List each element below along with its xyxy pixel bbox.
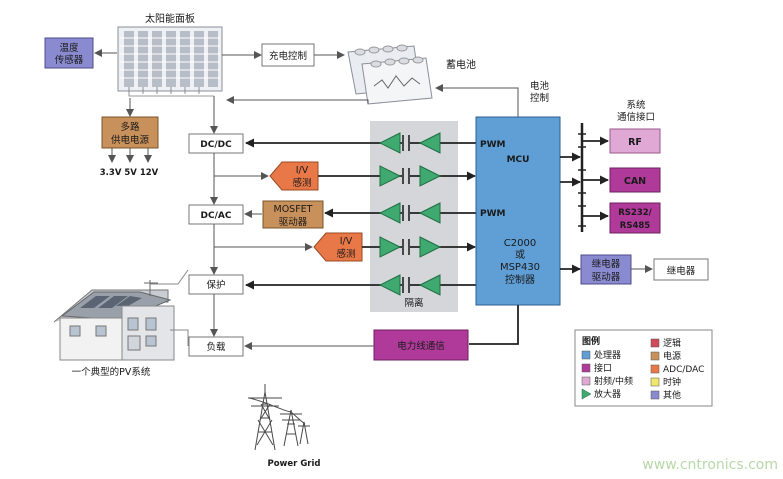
temp-sensor-box [44, 37, 94, 69]
legend-title: 图例 [582, 335, 600, 347]
battery-feedback-line [226, 96, 369, 104]
rs-line1: RS232/ [618, 208, 652, 218]
legend-item: 放大器 [594, 388, 621, 400]
load-box [188, 336, 244, 357]
legend-item: 逻辑 [663, 337, 681, 349]
mcu-chip-2: MSP430 [500, 262, 540, 273]
legend-item: 其他 [663, 389, 681, 401]
relay-label: 继电器 [667, 265, 696, 277]
legend-items: 处理器 逻辑 接口 电源 射频/中频 ADC/DAC 放大器 时钟 其他 [581, 337, 704, 401]
mcu-controller: 控制器 [505, 273, 535, 286]
rf-label: RF [628, 137, 642, 148]
legend-box [574, 329, 713, 407]
relay-driver-line2: 驱动器 [592, 272, 621, 283]
iv-sense-1-line2: 感测 [292, 177, 311, 189]
legend-item: 时钟 [663, 376, 681, 388]
mcu-box [475, 116, 561, 306]
protect-label: 保护 [206, 279, 225, 291]
dcdc-box [188, 133, 244, 154]
comm-title-line2: 通信接口 [617, 111, 655, 123]
legend-item: 射频/中频 [594, 375, 633, 387]
isolation-region [370, 121, 458, 312]
isolation-label: 隔离 [404, 297, 423, 309]
power-tower-icon [248, 384, 310, 451]
plc-label: 电力线通信 [397, 340, 445, 352]
power-rails: 3.3V 5V 12V [100, 168, 159, 178]
battery-control-line1: 电池 [530, 80, 550, 92]
charge-control-label: 充电控制 [269, 50, 307, 62]
pv-caption: 一个典型的PV系统 [72, 366, 151, 378]
dcac-label: DC/AC [201, 211, 232, 221]
legend-item: ADC/DAC [663, 365, 704, 375]
legend-item: 电源 [663, 350, 681, 362]
relay-driver-line1: 继电器 [592, 258, 621, 270]
iv-sense-2-line1: I/V [340, 236, 353, 247]
battery-label: 蓄电池 [446, 58, 476, 71]
solar-panel-label: 太阳能面板 [145, 12, 195, 25]
battery-control-line2: 控制 [530, 92, 549, 104]
multi-power-line2: 供电电源 [111, 134, 150, 146]
mcu-chip-1: C2000 [504, 238, 536, 249]
mosfet-line1: MOSFET [274, 204, 313, 215]
dcdc-label: DC/DC [200, 140, 232, 150]
house-icon [53, 269, 189, 361]
rf-box [609, 128, 661, 154]
temp-sensor-line2: 传感器 [55, 54, 84, 66]
mcu-or: 或 [515, 249, 525, 261]
can-label: CAN [624, 176, 646, 187]
plc-box [373, 329, 469, 361]
iv-sense-1-line1: I/V [296, 165, 309, 176]
isolation-amplifiers [378, 132, 442, 296]
mosfet-driver-box [262, 200, 324, 229]
rs-box [609, 202, 661, 234]
mosfet-line2: 驱动器 [279, 217, 308, 228]
rs-line2: RS485 [620, 221, 650, 231]
protect-box [188, 274, 244, 295]
load-label: 负载 [206, 341, 226, 353]
iv-sense-2-line2: 感测 [336, 248, 355, 260]
multi-power-line1: 多路 [120, 121, 140, 133]
legend-item: 处理器 [594, 349, 621, 361]
solar-panel-icon [117, 26, 223, 97]
legend-item: 接口 [594, 362, 612, 374]
power-grid-label: Power Grid [267, 459, 320, 469]
can-box [609, 167, 661, 193]
comm-title-line1: 系统 [626, 99, 646, 111]
mcu-label: MCU [507, 155, 530, 165]
battery-icon [347, 44, 433, 105]
relay-box [653, 258, 709, 281]
relay-driver-box [580, 254, 632, 285]
watermark: www.cntronics.com [642, 457, 778, 473]
temp-sensor-line1: 温度 [59, 42, 79, 54]
mcu-pwm-2: PWM [480, 209, 506, 219]
multi-power-box [101, 116, 159, 149]
dcac-box [188, 204, 244, 225]
mcu-pwm-1: PWM [480, 140, 506, 150]
